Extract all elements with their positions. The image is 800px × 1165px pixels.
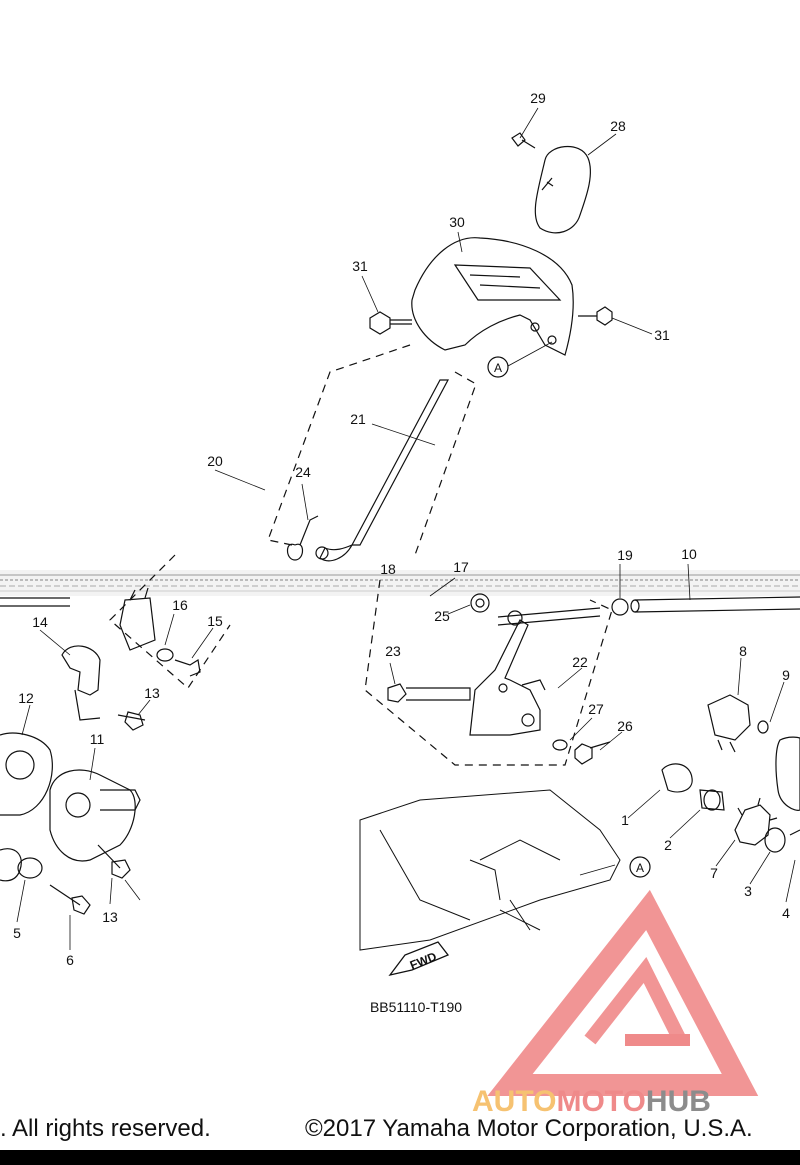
callout-2: 2 [664, 837, 672, 853]
frame-sketch [359, 789, 621, 951]
housing-right [775, 736, 800, 811]
cover-bolt-right [578, 306, 613, 326]
knob-screw [511, 132, 536, 149]
leader-lines [16, 107, 796, 950]
gear-7 [734, 797, 778, 846]
callout-31b: 31 [654, 327, 670, 343]
watermark-logo [487, 889, 759, 1096]
callout-30: 30 [449, 214, 465, 230]
callout-16: 16 [172, 597, 188, 613]
long-rod [634, 596, 800, 613]
callout-1: 1 [621, 812, 629, 828]
callout-24: 24 [295, 464, 311, 480]
shift-knob [534, 145, 592, 234]
plate-15-16 [119, 597, 156, 651]
scan-artifact-band [0, 570, 800, 596]
callout-31a: 31 [352, 258, 368, 274]
callout-17: 17 [453, 559, 469, 575]
washer-3 [764, 827, 786, 853]
callout-26: 26 [617, 718, 633, 734]
cover-bolt-left [369, 311, 412, 335]
callout-5: 5 [13, 925, 21, 941]
ref-a-marker-bottom: A [629, 856, 651, 878]
callout-28: 28 [610, 118, 626, 134]
housing-11 [49, 769, 136, 862]
footer-copyright: ©2017 Yamaha Motor Corporation, U.S.A. [305, 1115, 753, 1142]
drawing-lines [0, 107, 800, 951]
bolt-26 [574, 741, 611, 765]
callout-29: 29 [530, 90, 546, 106]
footer-rights-text: . All rights reserved. [0, 1115, 211, 1142]
washer-27 [552, 739, 568, 751]
callout-27: 27 [588, 701, 604, 717]
spring [286, 515, 319, 561]
part-2 [699, 789, 725, 811]
callout-7: 7 [710, 865, 718, 881]
svg-text:A: A [636, 861, 644, 875]
callout-3: 3 [744, 883, 752, 899]
assembly-outline-17 [364, 579, 613, 766]
callout-10: 10 [681, 546, 697, 562]
callout-21: 21 [350, 411, 366, 427]
watermark-text: AUTOMOTOHUB [472, 1085, 711, 1118]
callout-23: 23 [385, 643, 401, 659]
callout-12: 12 [18, 690, 34, 706]
collar-19 [611, 598, 629, 616]
callout-22: 22 [572, 654, 588, 670]
bolt-13 [117, 711, 146, 731]
callout-4: 4 [782, 905, 790, 921]
callout-15: 15 [207, 613, 223, 629]
assembly-outline-20 [267, 344, 477, 556]
gasket-12 [0, 732, 53, 816]
bracket-14 [61, 645, 101, 696]
shift-cover [411, 237, 574, 356]
part-1 [661, 763, 693, 793]
o-ring-9 [757, 720, 769, 734]
washer-5 [17, 857, 43, 879]
ref-a-marker-top: A [487, 356, 509, 378]
callout-9: 9 [782, 667, 790, 683]
bottom-bar [0, 1150, 800, 1165]
svg-text:A: A [494, 361, 502, 375]
callout-18: 18 [380, 561, 396, 577]
callout-8: 8 [739, 643, 747, 659]
callout-13b: 13 [102, 909, 118, 925]
shift-linkage [469, 619, 541, 736]
callout-20: 20 [207, 453, 223, 469]
callout-19: 19 [617, 547, 633, 563]
assembly-outline-left [109, 554, 231, 689]
fwd-arrow: FWD [388, 941, 450, 977]
callout-25: 25 [434, 608, 450, 624]
callout-14: 14 [32, 614, 48, 630]
bolt-6 [49, 884, 91, 915]
shift-lever-rod [351, 379, 449, 546]
callout-13a: 13 [144, 685, 160, 701]
seal-left [0, 848, 22, 882]
bolt-23 [387, 683, 471, 703]
collar-25 [470, 593, 490, 613]
callout-11: 11 [90, 731, 105, 747]
callout-6: 6 [66, 952, 74, 968]
part-8 [707, 694, 751, 753]
callout-numbers: 1 2 3 4 5 6 7 8 9 10 11 12 13 13 14 15 1… [13, 90, 790, 968]
drawing-code: BB51110-T190 [370, 999, 462, 1015]
